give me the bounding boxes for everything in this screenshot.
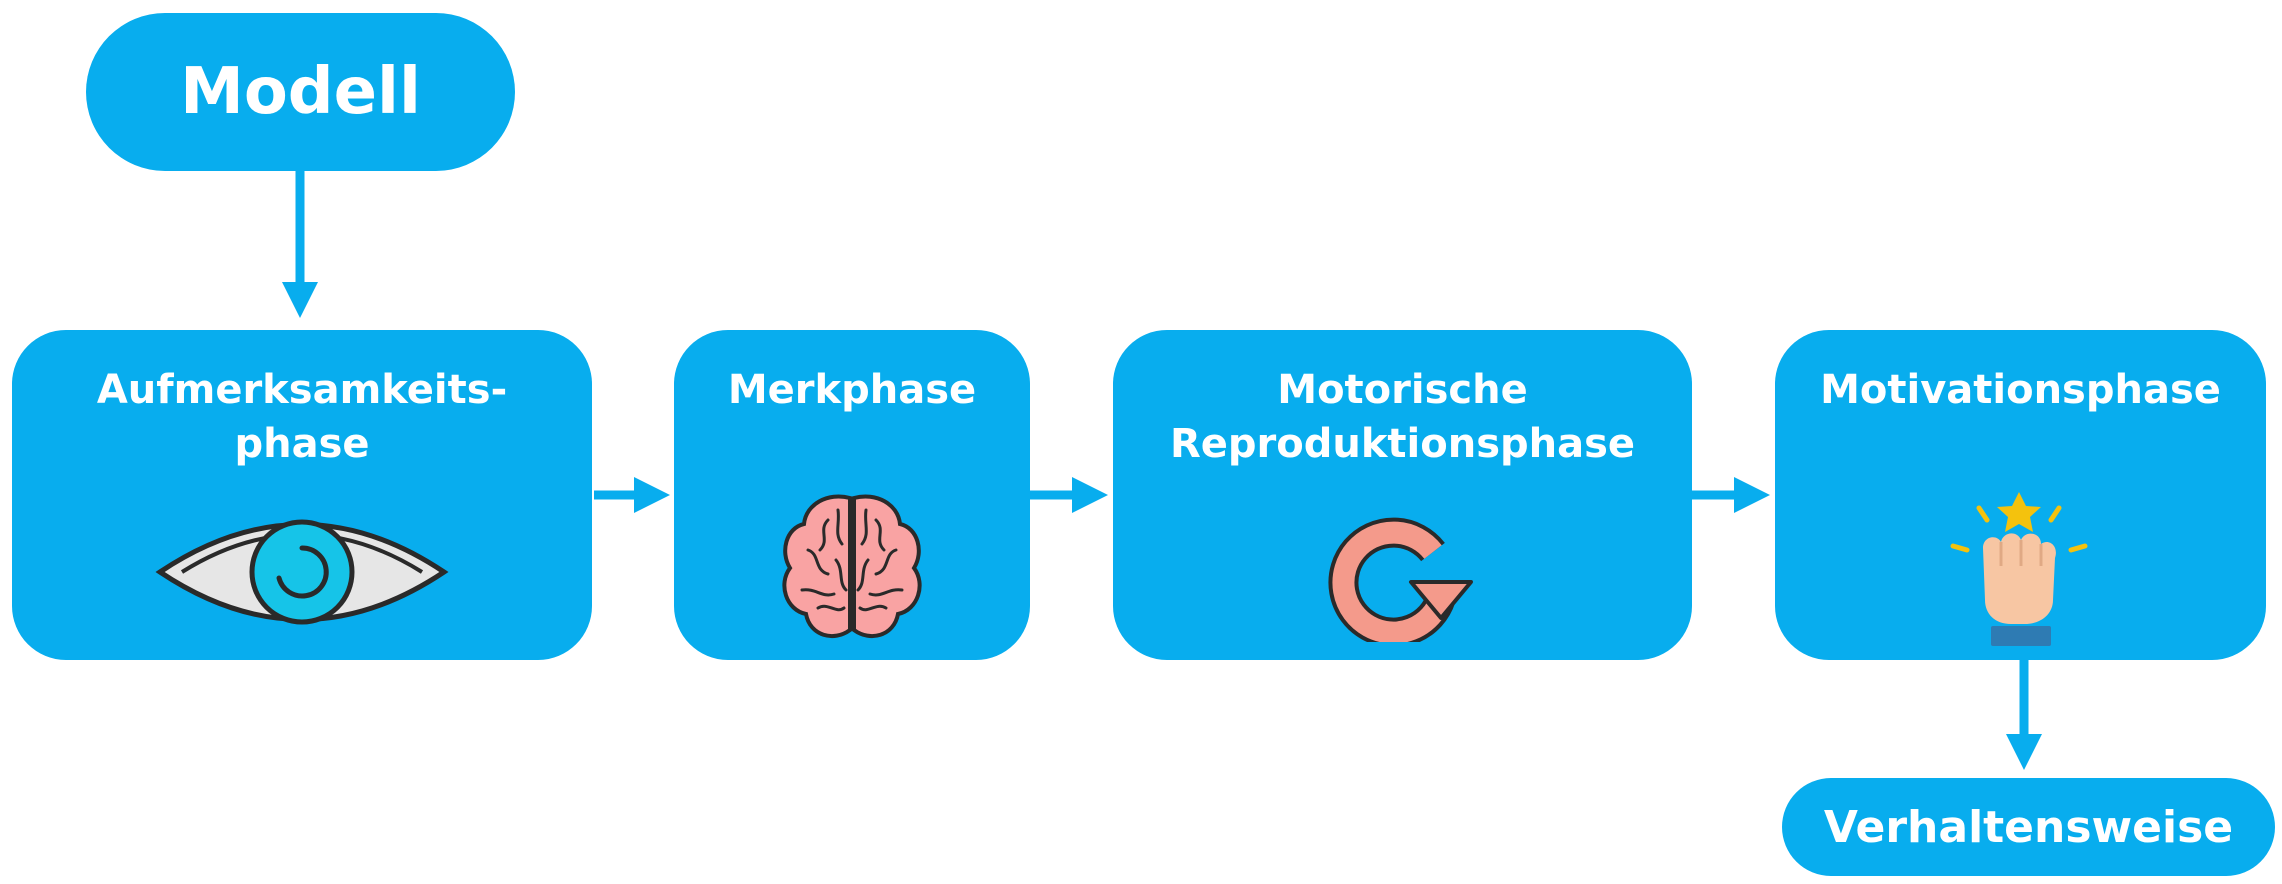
node-modell-label: Modell: [180, 55, 421, 129]
refresh-icon: [1328, 517, 1473, 642]
node-merkphase: Merkphase: [674, 330, 1030, 660]
node-motorische-reproduktionsphase: Motorische Reproduktionsphase: [1113, 330, 1692, 660]
node-motivationsphase: Motivationsphase: [1775, 330, 2266, 660]
node-modell: Modell: [86, 13, 515, 171]
eye-icon: [155, 519, 449, 625]
node-motivationsphase-title: Motivationsphase: [1820, 367, 2221, 413]
node-verhaltensweise: Verhaltensweise: [1782, 778, 2275, 876]
node-verhaltensweise-label: Verhaltensweise: [1823, 801, 2234, 853]
raised-fist-star-icon: [1950, 492, 2088, 646]
node-motorische-reproduktionsphase-title: Motorische Reproduktionsphase: [1169, 367, 1636, 467]
node-merkphase-title: Merkphase: [727, 367, 977, 413]
node-aufmerksamkeitsphase-title: Aufmerksamkeits- phase: [96, 367, 508, 467]
node-aufmerksamkeitsphase: Aufmerksamkeits- phase: [12, 330, 592, 660]
brain-icon: [782, 494, 922, 639]
